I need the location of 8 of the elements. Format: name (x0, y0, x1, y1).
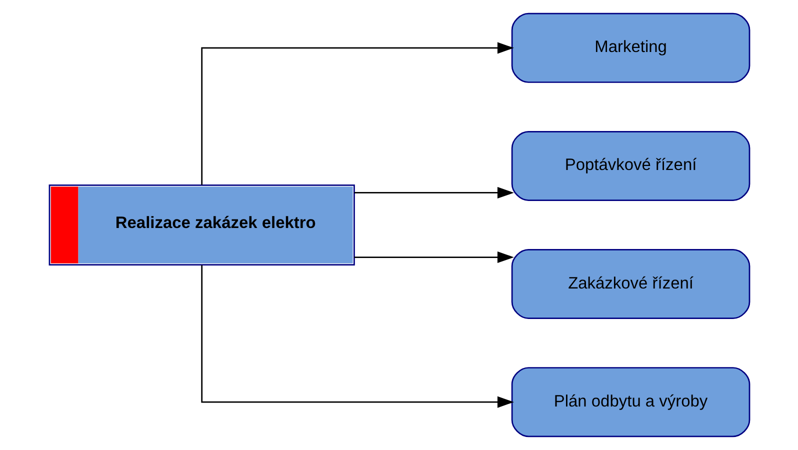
node-box: Marketing (510, 12, 750, 83)
arrow (200, 265, 514, 408)
arrow (200, 42, 514, 185)
node-box: Plán odbytu a výroby (510, 367, 750, 438)
arrow (354, 251, 514, 264)
arrow (354, 186, 514, 199)
node-box: Zakázkové řízení (510, 249, 750, 320)
node-box: Poptávkové řízení (510, 130, 750, 201)
